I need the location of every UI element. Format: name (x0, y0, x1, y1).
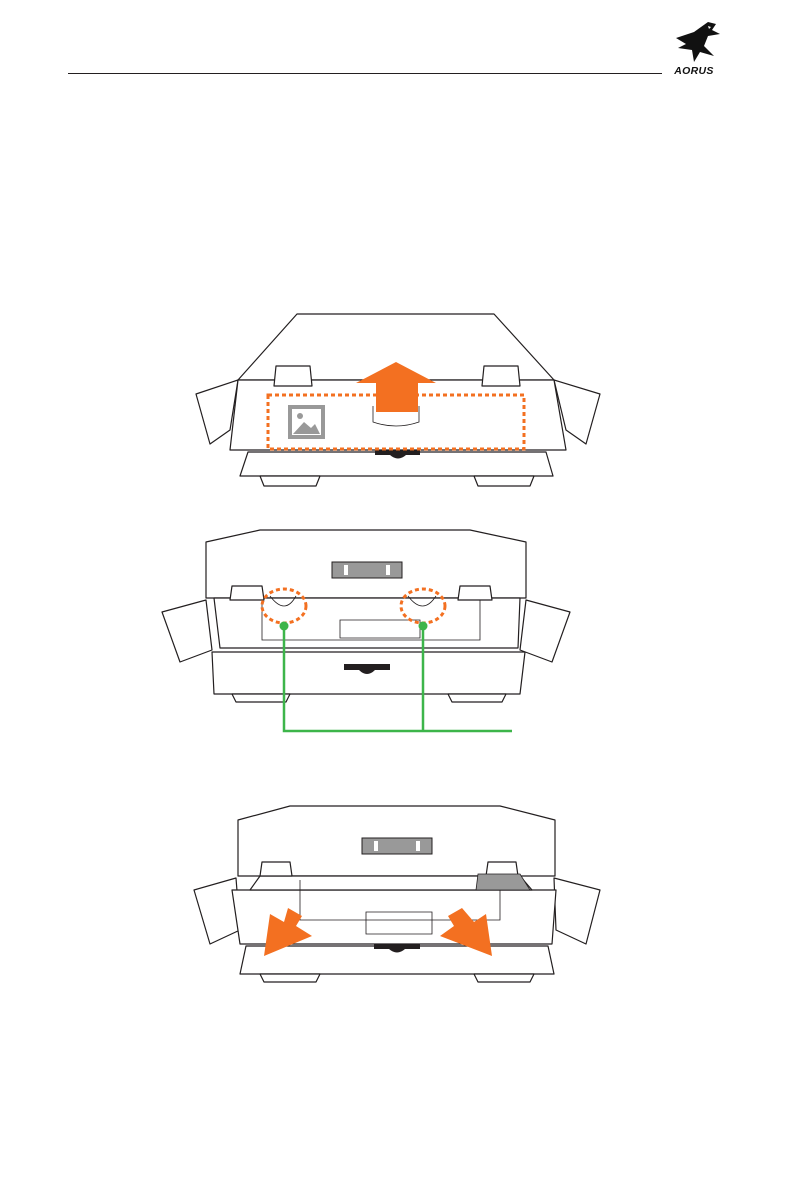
lock-tab-right (482, 366, 520, 386)
step-hold-handles (162, 530, 570, 731)
bottom-tab-right (448, 694, 506, 702)
bottom-tab-right (474, 476, 534, 486)
bottom-tab-right (474, 974, 534, 982)
lid-handle (362, 838, 432, 854)
bottom-tab-left (232, 694, 290, 702)
step-open-box-lid (196, 314, 600, 486)
lid-handle (332, 562, 402, 578)
bottom-tab-left (260, 476, 320, 486)
side-flap-right (554, 878, 600, 944)
inner-foam (214, 598, 520, 648)
side-flap-right (520, 600, 570, 662)
lock-tab-left (274, 366, 312, 386)
bottom-tab-left (260, 974, 320, 982)
step-remove-monitor (194, 806, 600, 982)
side-flap-left (194, 878, 240, 944)
picture-icon (288, 405, 325, 439)
side-flap-left (162, 600, 212, 662)
